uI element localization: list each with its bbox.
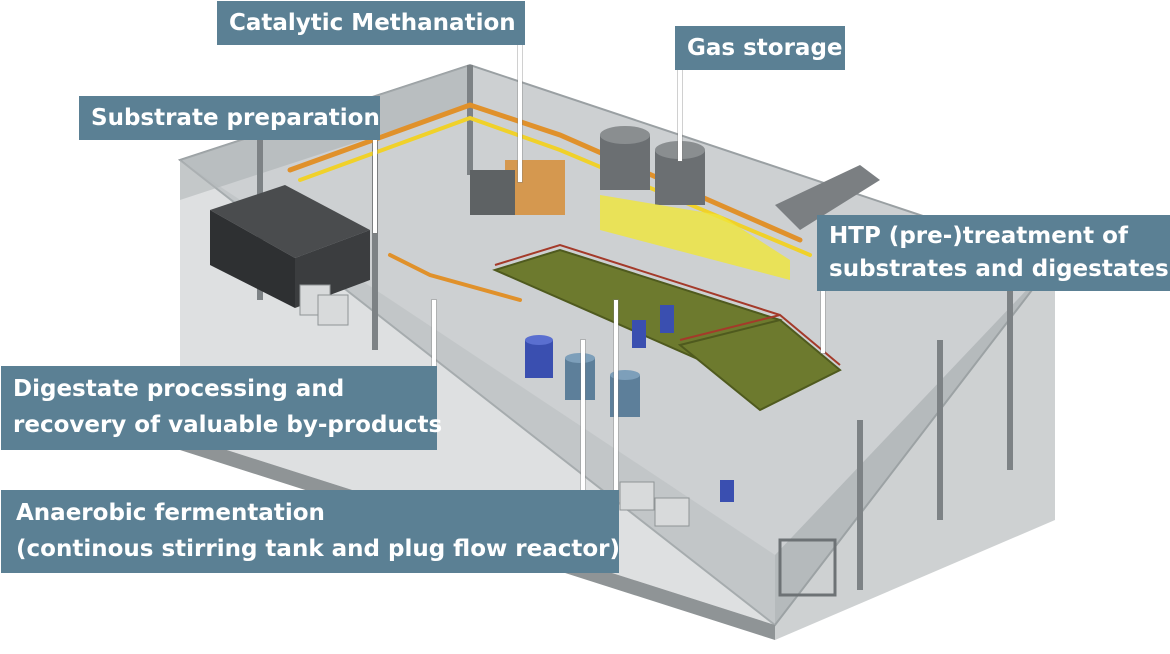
leader-substrate-preparation (373, 138, 377, 233)
platform-railings (494, 243, 841, 366)
leader-gas-storage (678, 66, 682, 161)
label-htp-line2: substrates and digestates (829, 256, 1169, 282)
methanation-skid (470, 160, 565, 215)
floor-containers (299, 284, 690, 527)
hall-wall-front-right (775, 260, 1055, 640)
leader-digestate (432, 300, 436, 368)
label-substrate-preparation: Substrate preparation (79, 96, 380, 140)
leader-anaerobic-2 (614, 300, 618, 492)
label-catalytic-methanation: Catalytic Methanation (217, 1, 525, 45)
label-htp-line1: HTP (pre-)treatment of (829, 223, 1128, 249)
htp-equipment (775, 165, 880, 230)
leader-catalytic-methanation (518, 42, 522, 182)
label-digestate-line2: recovery of valuable by-products (13, 412, 443, 438)
label-htp-treatment: HTP (pre-)treatment of substrates and di… (817, 215, 1170, 291)
yellow-barrier (600, 195, 790, 280)
label-anaerobic-line2: (continous stirring tank and plug flow r… (16, 536, 621, 562)
label-gas-storage: Gas storage (675, 26, 845, 70)
label-digestate-line1: Digestate processing and (13, 376, 345, 402)
entrance-door (778, 538, 837, 597)
label-anaerobic-fermentation: Anaerobic fermentation (continous stirri… (1, 490, 621, 573)
leader-htp-treatment (821, 288, 825, 353)
label-anaerobic-line1: Anaerobic fermentation (16, 500, 325, 526)
label-digestate-processing: Digestate processing and recovery of val… (1, 366, 443, 450)
green-platform-right (677, 318, 842, 412)
leader-anaerobic-1 (581, 340, 585, 492)
